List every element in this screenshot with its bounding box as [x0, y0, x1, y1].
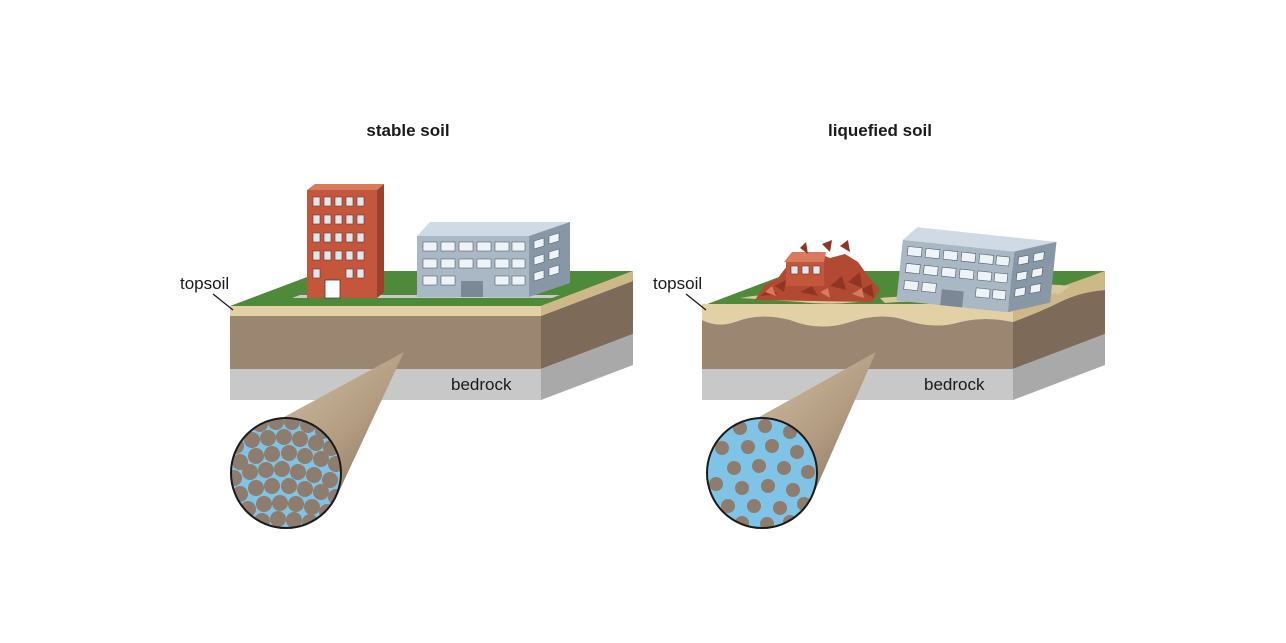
soil-layer [702, 316, 1013, 369]
panel-stable-soil: stable soil [180, 121, 633, 529]
topsoil-leader-line [685, 293, 707, 311]
brick-building-icon [307, 184, 384, 299]
office-building-icon [896, 227, 1057, 313]
topsoil-layer [702, 304, 1013, 327]
soil-layer [230, 316, 541, 369]
topsoil-leader-line [212, 293, 234, 311]
panel-title: stable soil [366, 121, 449, 140]
topsoil-layer [230, 306, 541, 316]
topsoil-label: topsoil [653, 274, 702, 293]
bedrock-label: bedrock [451, 375, 512, 394]
soil-magnifier-icon [706, 417, 818, 529]
office-building-icon [417, 222, 570, 297]
panel-title: liquefied soil [828, 121, 932, 140]
rubble-icon [755, 240, 880, 302]
panel-liquefied-soil: liquefied soil [653, 121, 1105, 529]
topsoil-label: topsoil [180, 274, 229, 293]
bedrock-label: bedrock [924, 375, 985, 394]
